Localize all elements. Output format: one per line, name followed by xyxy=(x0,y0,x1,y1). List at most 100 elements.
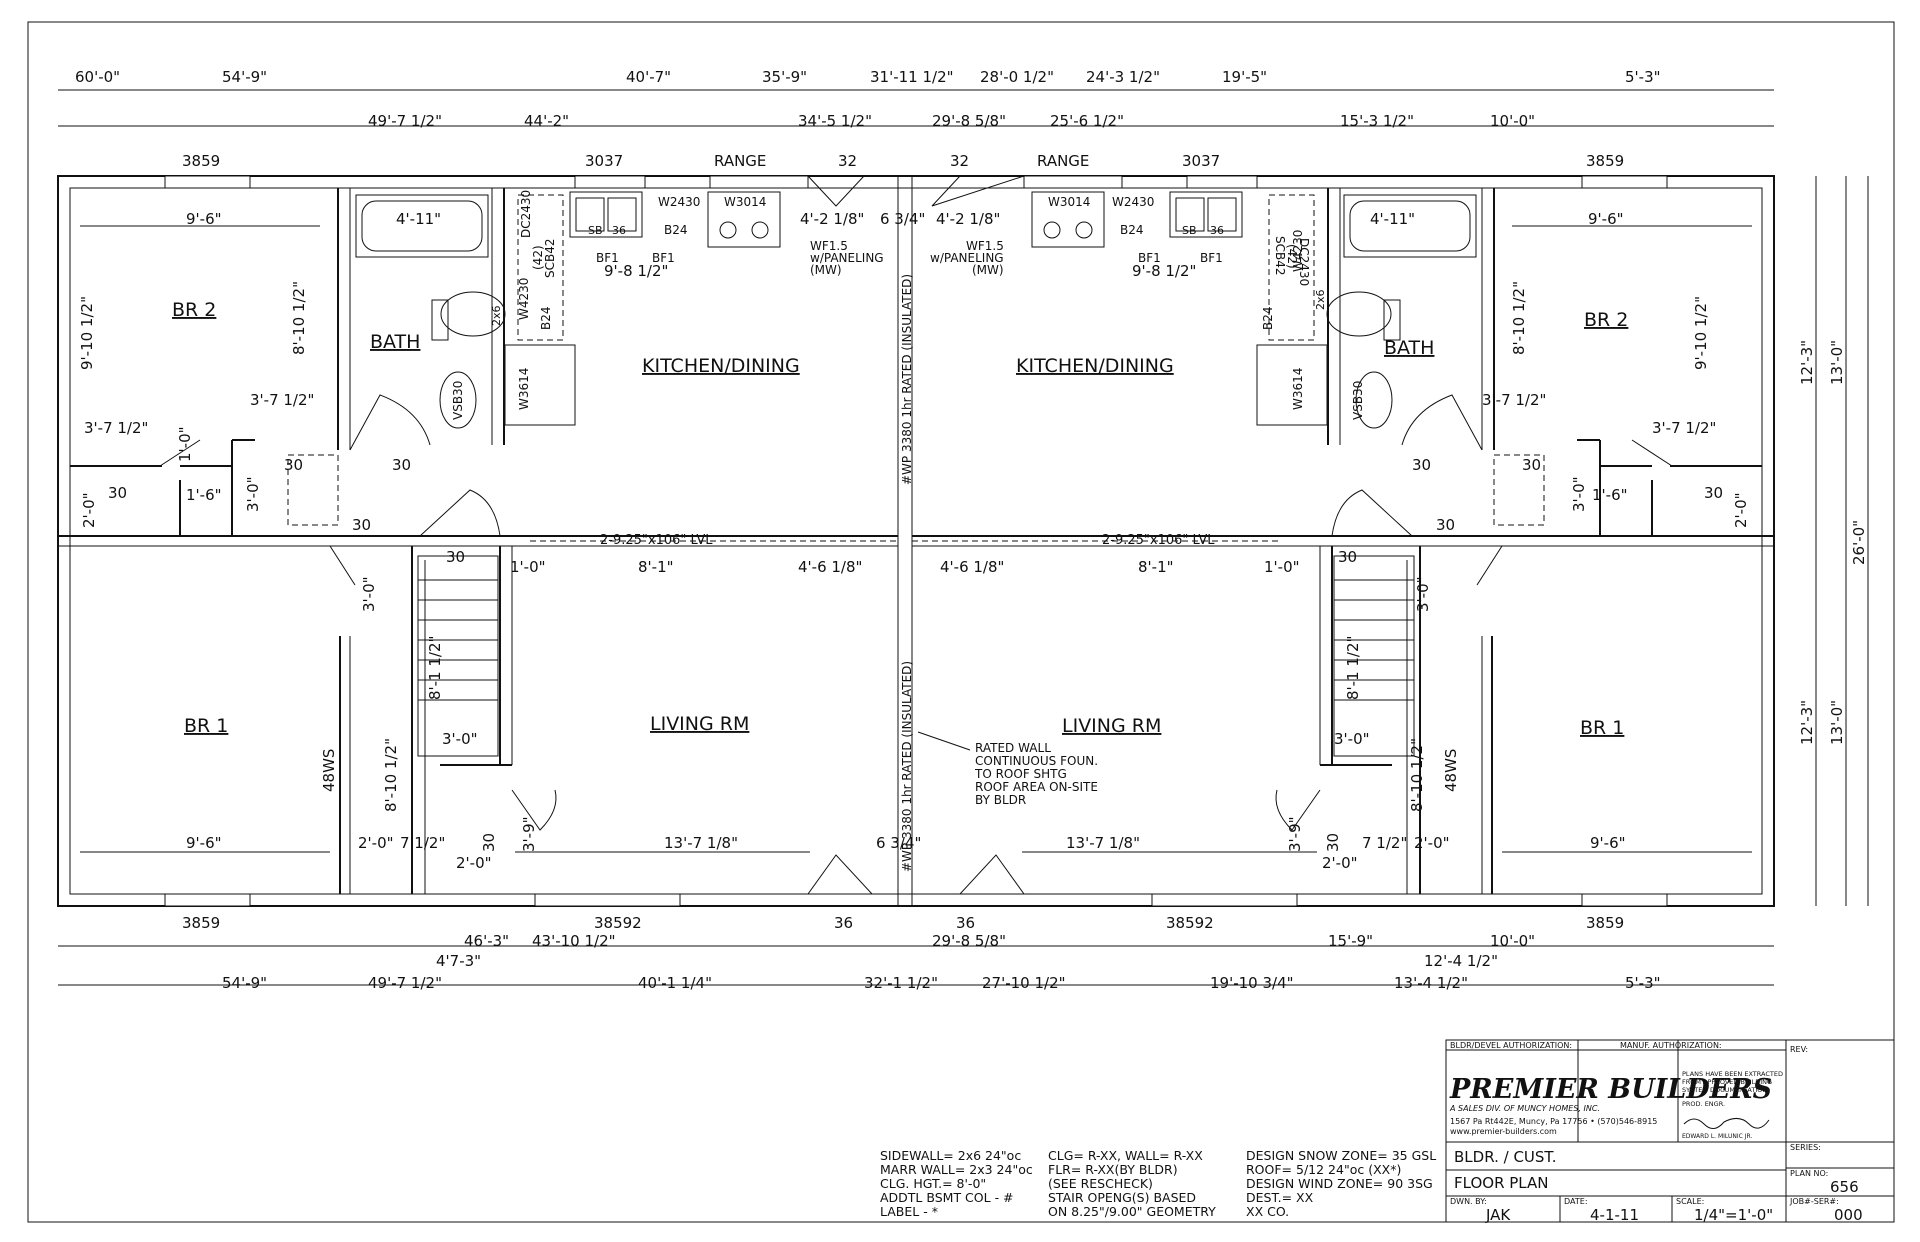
plan-no: 656 xyxy=(1830,1178,1859,1196)
top-dim: 54'-9" xyxy=(222,68,267,86)
dim: 3'-7 1/2" xyxy=(250,391,314,409)
title-block: BLDR/DEVEL AUTHORIZATION: MANUF. AUTHORI… xyxy=(1445,1039,1895,1224)
bottom-dim: 4'7-3" xyxy=(436,952,481,970)
note-line: SIDEWALL= 2x6 24"oc xyxy=(880,1148,1021,1163)
right-dim: 12'-3" xyxy=(1798,340,1816,385)
dim: 8'-10 1/2" xyxy=(1408,738,1426,812)
cabinet-label: (42) xyxy=(531,245,545,270)
room-label-br1: BR 1 xyxy=(184,715,228,737)
right-dim: 13'-0" xyxy=(1828,340,1846,385)
window-label: 3037 xyxy=(585,152,623,170)
company-web: www.premier-builders.com xyxy=(1450,1127,1557,1136)
dim: 3'-7 1/2" xyxy=(1482,391,1546,409)
bottom-dim: 5'-3" xyxy=(1625,974,1661,992)
rated-wall-note: ROOF AREA ON-SITE xyxy=(975,780,1098,794)
plan-no-label: PLAN NO: xyxy=(1790,1169,1828,1178)
top-dim: 19'-5" xyxy=(1222,68,1267,86)
note-line: LABEL - * xyxy=(880,1204,938,1219)
dim: 3'-0" xyxy=(1334,730,1370,748)
top-dim: 31'-11 1/2" xyxy=(870,68,954,86)
bottom-dim: 29'-8 5/8" xyxy=(932,932,1006,950)
right-dim: 26'-0" xyxy=(1850,520,1868,565)
dim: 3'-7 1/2" xyxy=(84,419,148,437)
note-line: DESIGN WIND ZONE= 90 3SG xyxy=(1246,1176,1433,1191)
dim: 4'-6 1/8" xyxy=(940,558,1004,576)
cabinet-label: VSB30 xyxy=(451,381,465,420)
dim: 48WS xyxy=(320,749,338,792)
cabinet-label: 36 xyxy=(612,224,626,237)
room-label-living: LIVING RM xyxy=(1062,715,1161,737)
dim: 30 xyxy=(446,548,465,566)
note-line: (SEE RESCHECK) xyxy=(1048,1176,1153,1191)
party-wall: #WP 3380 1hr RATED (INSULATED) #WP 3380 … xyxy=(900,274,1098,872)
windows xyxy=(164,175,1668,907)
bottom-dim: 19'-10 3/4" xyxy=(1210,974,1294,992)
cabinet-label: W3014 xyxy=(1048,195,1090,209)
stairs xyxy=(417,555,1415,757)
cabinet-label: VSB30 xyxy=(1351,381,1365,420)
cabinet-label: w/PANELING xyxy=(810,251,884,265)
dim: 3'-9" xyxy=(520,816,538,852)
window-label: 36 xyxy=(956,914,975,932)
party-wall-label: #WP 3380 1hr RATED (INSULATED) xyxy=(900,661,914,872)
dim: 8'-1 1/2" xyxy=(1344,636,1362,700)
top-dim: 35'-9" xyxy=(762,68,807,86)
top-dim: 28'-0 1/2" xyxy=(980,68,1054,86)
dim: 1'-0" xyxy=(510,558,546,576)
dim: 9'-10 1/2" xyxy=(78,296,96,370)
cabinet-label: W3014 xyxy=(724,195,766,209)
rated-wall-note: CONTINUOUS FOUN. xyxy=(975,754,1098,768)
dim: 7 1/2" xyxy=(400,834,445,852)
beam-label: 2-9.25"x106" LVL xyxy=(1102,533,1215,548)
dim: 3'-0" xyxy=(1570,476,1588,512)
cabinet-label: W3614 xyxy=(1291,368,1305,410)
dim: 9'-6" xyxy=(186,834,222,852)
window-label: 38592 xyxy=(594,914,642,932)
dim: 2'-0" xyxy=(1414,834,1450,852)
dim: 9'-8 1/2" xyxy=(604,262,668,280)
window-label: 32 xyxy=(838,152,857,170)
bottom-dim: 13'-4 1/2" xyxy=(1394,974,1468,992)
cabinet-label: BF1 xyxy=(1200,251,1223,265)
building-walls xyxy=(57,175,1775,907)
right-dimensions: 12'-3" 13'-0" 12'-3" 13'-0" 26'-0" xyxy=(1798,340,1868,745)
dim: 1'-0" xyxy=(176,426,194,462)
dim: 1'-6" xyxy=(1592,486,1628,504)
cabinet-label: B24 xyxy=(1120,223,1144,237)
note-line: STAIR OPENG(S) BASED xyxy=(1048,1190,1196,1205)
note-line: ROOF= 5/12 24"oc (XX*) xyxy=(1246,1162,1401,1177)
dim: 2'-0" xyxy=(358,834,394,852)
cabinet-label: SCB42 xyxy=(1273,236,1287,276)
scale: 1/4"=1'-0" xyxy=(1694,1206,1773,1224)
cabinet-label: B24 xyxy=(1261,306,1275,330)
dim: 3'-0" xyxy=(244,476,262,512)
bottom-dimensions: 46'-3" 43'-10 1/2" 29'-8 5/8" 15'-9" 10'… xyxy=(222,932,1661,992)
dim: 7 1/2" xyxy=(1362,834,1407,852)
room-label-bath: BATH xyxy=(370,331,420,353)
cabinet-label: B24 xyxy=(539,306,553,330)
dim: 4'-2 1/8" xyxy=(800,210,864,228)
dim: 3'-0" xyxy=(442,730,478,748)
window-label: RANGE xyxy=(714,152,766,170)
cabinet-label: W2430 xyxy=(658,195,700,209)
bottom-dim: 43'-10 1/2" xyxy=(532,932,616,950)
note-line: CLG= R-XX, WALL= R-XX xyxy=(1048,1148,1203,1163)
room-label-br2: BR 2 xyxy=(172,299,216,321)
bottom-dim: 15'-9" xyxy=(1328,932,1373,950)
dim: 6 3/4" xyxy=(880,210,925,228)
window-label: 38592 xyxy=(1166,914,1214,932)
drawn-by-label: DWN. BY: xyxy=(1450,1197,1487,1206)
dim: 3'-9" xyxy=(1286,816,1304,852)
bldr-cust: BLDR. / CUST. xyxy=(1454,1148,1557,1166)
job-no: 000 xyxy=(1834,1206,1863,1224)
dim: 30 xyxy=(1436,516,1455,534)
cabinet-label: BF1 xyxy=(652,251,675,265)
cabinet-label: SCB42 xyxy=(543,239,557,279)
right-dim: 12'-3" xyxy=(1798,700,1816,745)
top-dim: 60'-0" xyxy=(75,68,120,86)
dim: 48WS xyxy=(1442,749,1460,792)
bottom-dim: 49'-7 1/2" xyxy=(368,974,442,992)
dim: 8'-10 1/2" xyxy=(290,281,308,355)
note-line: DESIGN SNOW ZONE= 35 GSL xyxy=(1246,1148,1436,1163)
party-wall-label: #WP 3380 1hr RATED (INSULATED) xyxy=(900,274,914,485)
